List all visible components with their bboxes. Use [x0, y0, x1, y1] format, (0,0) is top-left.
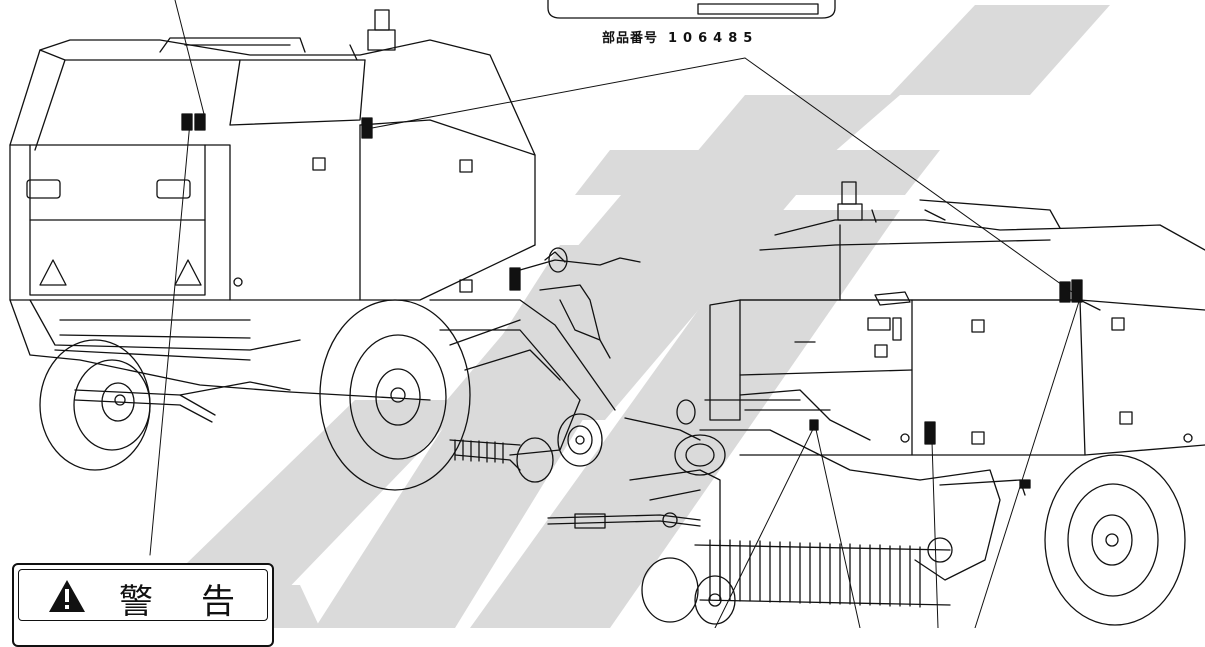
part-number-prefix: 部品番号 [602, 31, 659, 46]
part-number-value: 106485 [668, 31, 759, 46]
warning-label: 警告 [12, 563, 274, 647]
left-pickup-tines [454, 439, 504, 464]
part-label-frame [547, 0, 836, 19]
warning-triangle-icon [49, 580, 85, 612]
part-number-label: 部品番号 106485 [602, 27, 758, 46]
left-baler [9, 9, 641, 491]
watermark [120, 5, 1110, 628]
baler-diagram [9, 0, 1205, 628]
right-baler [547, 181, 1205, 626]
warning-text: 警告 [119, 582, 283, 622]
warning-label-header: 警告 [18, 569, 268, 622]
leader-lines [149, 0, 1083, 628]
right-pickup-tines [709, 539, 921, 608]
